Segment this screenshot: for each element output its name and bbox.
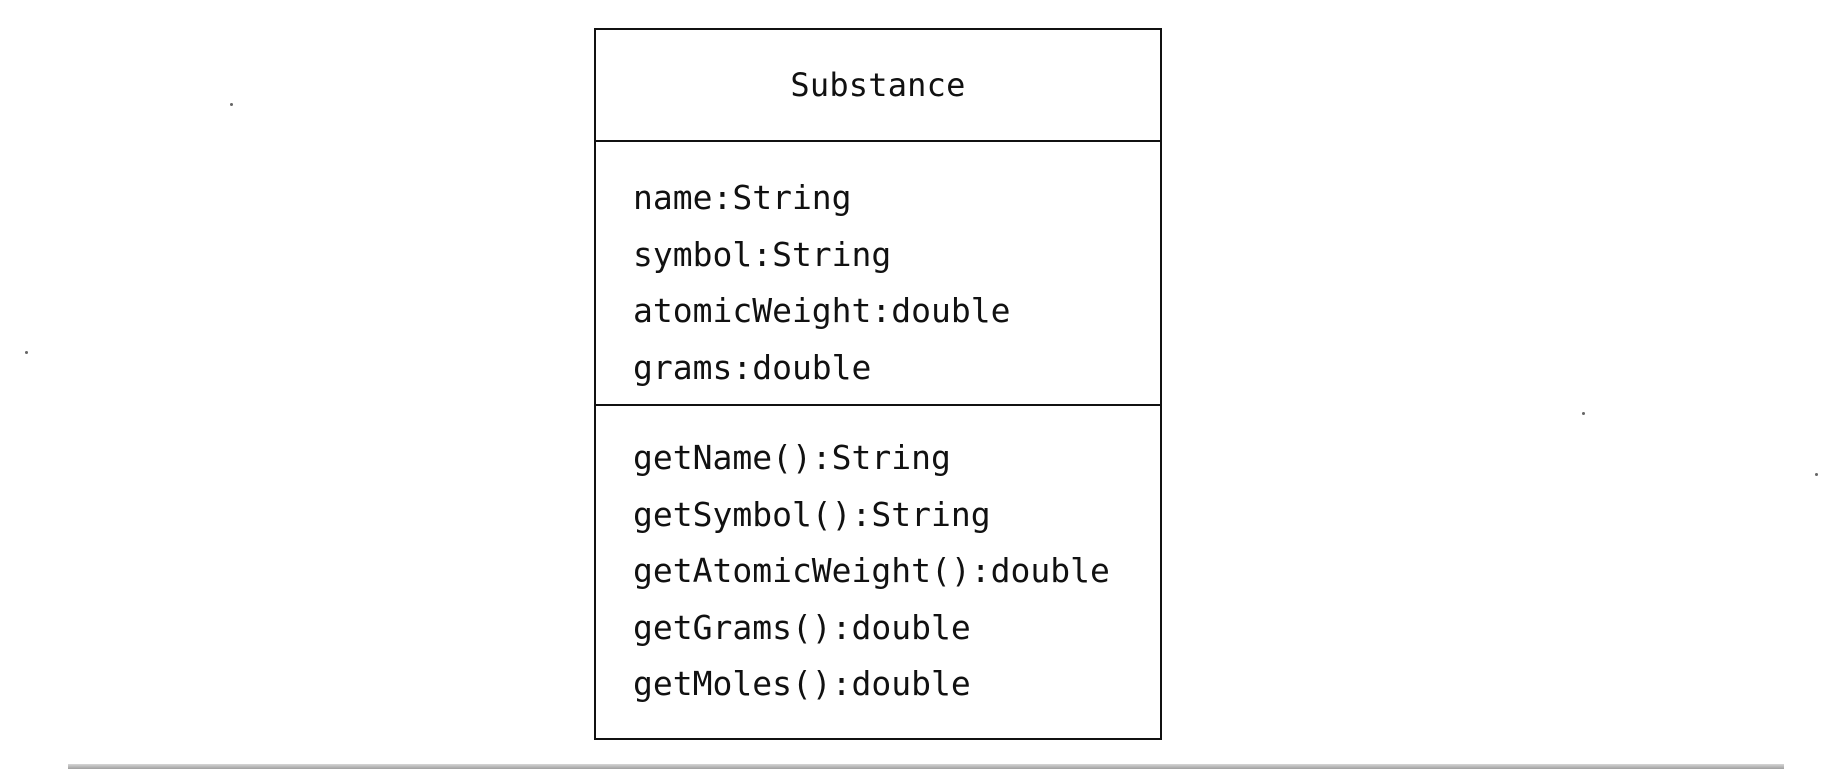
bottom-rule bbox=[68, 764, 1784, 769]
attribute-name: name:String bbox=[633, 178, 852, 217]
uml-class-substance: Substance name:String symbol:String atom… bbox=[594, 28, 1162, 740]
scan-speck bbox=[25, 351, 28, 354]
class-name: Substance bbox=[596, 30, 1160, 142]
scan-speck bbox=[230, 103, 233, 106]
operation-get-name: getName():String bbox=[633, 438, 951, 477]
operation-get-symbol: getSymbol():String bbox=[633, 494, 991, 534]
operation-get-atomic-weight: getAtomicWeight():double bbox=[633, 551, 1110, 590]
attribute-symbol: symbol:String bbox=[633, 234, 892, 274]
scan-speck bbox=[1815, 473, 1818, 476]
attributes-compartment: name:String symbol:String atomicWeight:d… bbox=[596, 142, 1160, 406]
operations-compartment: getName():String getSymbol():String getA… bbox=[596, 406, 1160, 713]
attribute-grams: grams:double bbox=[633, 347, 872, 387]
scan-speck bbox=[1582, 412, 1585, 415]
operation-get-grams: getGrams():double bbox=[633, 607, 971, 647]
attribute-atomic-weight: atomicWeight:double bbox=[633, 291, 1011, 330]
operation-get-moles: getMoles():double bbox=[633, 664, 971, 703]
